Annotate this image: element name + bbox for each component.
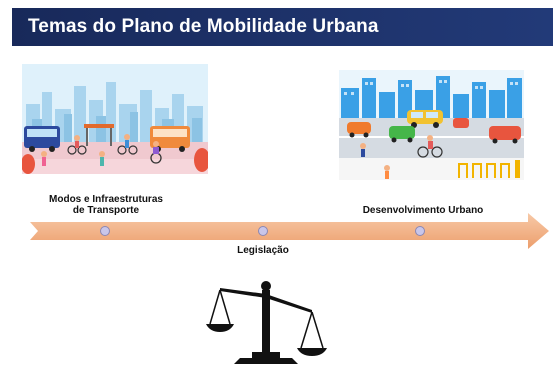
timeline-dot-legislacao <box>258 226 268 236</box>
label-modos-infraestruturas: Modos e Infraestruturas de Transporte <box>36 194 176 216</box>
label-legislacao: Legislação <box>237 245 289 256</box>
city-transport-illustration <box>22 64 208 174</box>
label-desenvolvimento-urbano: Desenvolvimento Urbano <box>362 205 484 216</box>
scale-of-justice-icon <box>204 276 328 368</box>
slide-title: Temas do Plano de Mobilidade Urbana <box>28 16 379 37</box>
label-modos-line1: Modos e Infraestruturas <box>49 194 163 205</box>
timeline-dot-desenvolvimento <box>415 226 425 236</box>
urban-development-illustration <box>339 70 524 180</box>
timeline-dot-modos <box>100 226 110 236</box>
slide-header: Temas do Plano de Mobilidade Urbana <box>12 8 553 46</box>
label-modos-line2: de Transporte <box>72 205 140 216</box>
